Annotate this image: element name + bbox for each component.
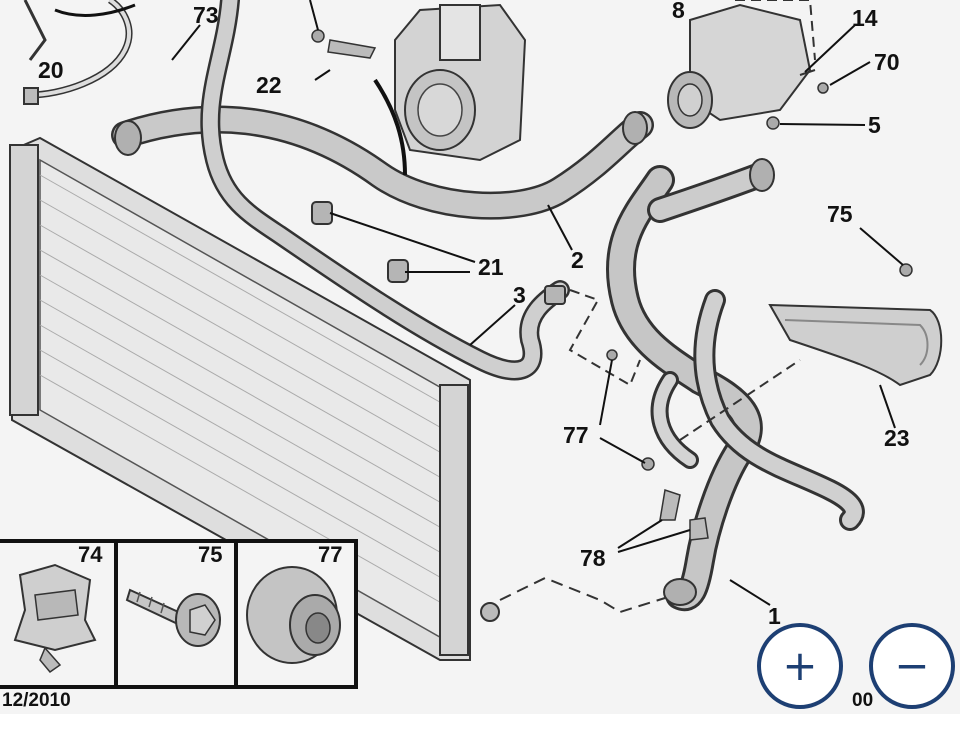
callout-78: 78 [580, 545, 606, 571]
callout-1: 1 [768, 603, 781, 629]
callout-73: 73 [193, 2, 219, 28]
clip-74 [13, 563, 97, 674]
hose-1-assembly [499, 158, 865, 614]
water-outlet-8 [667, 0, 829, 130]
inset-label-75: 75 [198, 542, 222, 567]
hose-2 [111, 105, 654, 220]
bracket-23 [768, 263, 943, 387]
hose-3 [200, 0, 570, 381]
callout-21: 21 [478, 254, 504, 280]
thermostat-housing [311, 3, 527, 176]
nut-77 [246, 566, 341, 664]
callout-23: 23 [884, 425, 910, 451]
callout-2: 2 [571, 247, 584, 273]
screw-75 [125, 588, 221, 647]
radiator [9, 136, 500, 661]
leader-lines [171, 0, 904, 606]
diagram-date: 12/2010 [2, 690, 71, 711]
inset-label-77: 77 [318, 542, 342, 567]
diagram-reference: 00 [852, 690, 873, 711]
zoom-out-button[interactable]: − [869, 623, 955, 709]
minus-icon: − [894, 641, 930, 690]
callout-20: 20 [38, 57, 64, 83]
clips-21 [311, 201, 566, 305]
callout-3: 3 [513, 282, 526, 308]
parts-diagram: 73 20 22 8 14 70 5 75 21 2 3 77 23 78 1 … [0, 0, 960, 714]
bottom-strip [0, 714, 960, 735]
callout-75: 75 [827, 201, 853, 227]
callout-14: 14 [852, 5, 878, 31]
inset-label-74: 74 [78, 542, 103, 567]
zoom-in-button[interactable]: + [757, 623, 843, 709]
callout-77: 77 [563, 422, 589, 448]
small-hose-20 [23, 0, 136, 105]
callout-22: 22 [256, 72, 282, 98]
hardware-inset: 74 75 77 [0, 539, 358, 689]
callout-5: 5 [868, 112, 881, 138]
callout-70: 70 [874, 49, 900, 75]
callout-8: 8 [672, 0, 685, 23]
plus-icon: + [782, 641, 818, 690]
